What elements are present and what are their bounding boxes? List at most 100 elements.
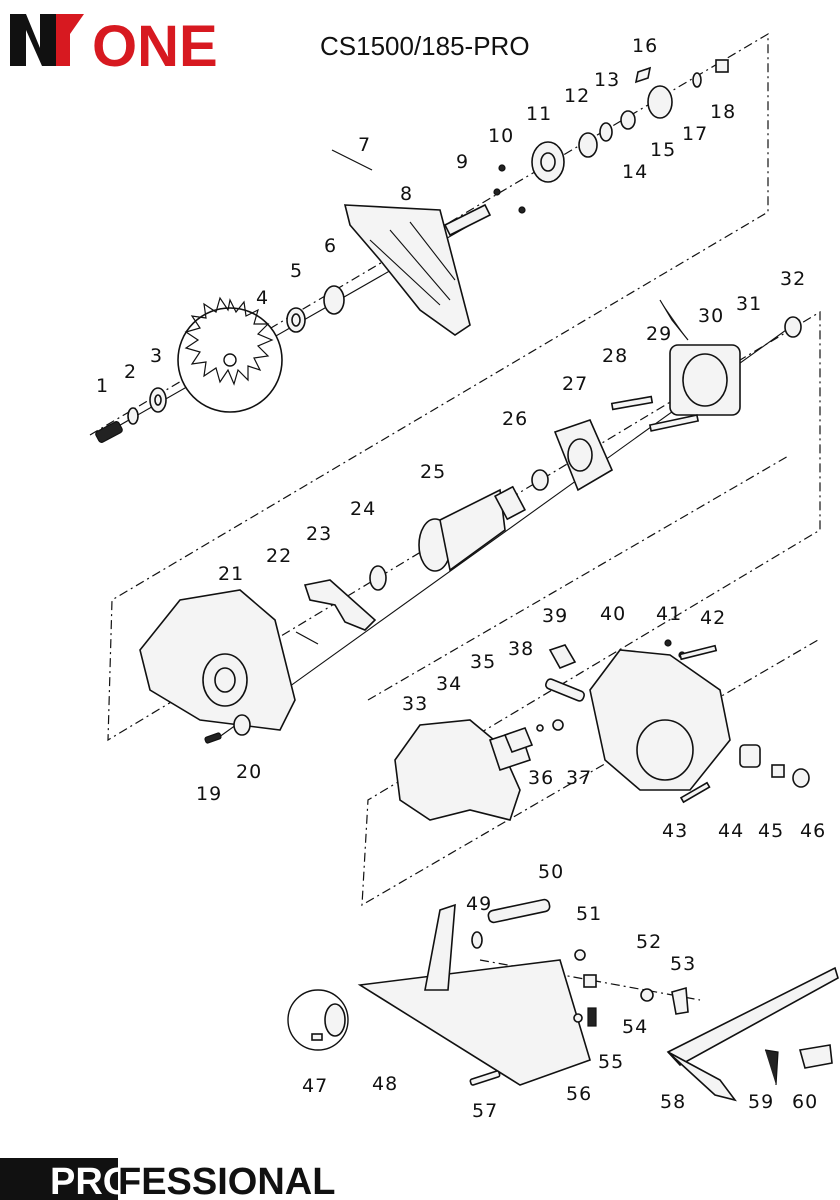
- part-9-spindle: [443, 203, 492, 237]
- part-number-label: 11: [526, 103, 552, 125]
- part-number-label: 22: [266, 545, 292, 567]
- part-26-bearing: [531, 469, 549, 491]
- part-number-label: 28: [602, 345, 628, 367]
- part-47-detail-circle: [287, 989, 349, 1051]
- part-number-label: 42: [700, 607, 726, 629]
- part-number-label: 15: [650, 139, 676, 161]
- part-number-label: 17: [682, 123, 708, 145]
- part-number-label: 25: [420, 461, 446, 483]
- part-number-label: 2: [124, 361, 137, 383]
- brand-logo-text: ONE: [92, 14, 218, 79]
- part-12-bearing: [578, 132, 598, 158]
- part-28-screw: [610, 395, 654, 411]
- part-number-label: 45: [758, 820, 784, 842]
- part-56-washer: [573, 1013, 583, 1023]
- part-number-label: 10: [488, 125, 514, 147]
- part-22-spring: [295, 631, 319, 645]
- part-number-label: 33: [402, 693, 428, 715]
- part-number-label: 57: [472, 1100, 498, 1122]
- part-15-gear: [647, 85, 673, 119]
- part-18-nut: [715, 59, 729, 73]
- brand-logo: ONE: [10, 14, 218, 79]
- part-60-blade-holder: [798, 1044, 833, 1069]
- part-38-pin: [544, 678, 586, 702]
- part-number-label: 58: [660, 1091, 686, 1113]
- part-32-bushing: [784, 316, 802, 338]
- part-number-label: 50: [538, 861, 564, 883]
- part-25-armature: [418, 485, 527, 572]
- part-44-brush-holder: [739, 744, 761, 768]
- part-number-label: 59: [748, 1091, 774, 1113]
- part-23-lock-lever: [303, 579, 377, 631]
- part-number-label: 26: [502, 408, 528, 430]
- part-52-washer: [640, 988, 654, 1002]
- part-36-screw: [536, 724, 544, 732]
- part-number-label: 41: [656, 603, 682, 625]
- part-number-label: 46: [800, 820, 826, 842]
- part-number-label: 1: [96, 375, 109, 397]
- part-number-label: 6: [324, 235, 337, 257]
- part-number-label: 29: [646, 323, 672, 345]
- part-17-ring: [692, 72, 702, 88]
- part-51-screw: [574, 949, 586, 961]
- part-41-screw: [664, 639, 672, 647]
- part-number-label: 53: [670, 953, 696, 975]
- part-number-label: 27: [562, 373, 588, 395]
- footer-logo-text-a: PRO: [50, 1161, 132, 1200]
- part-55-spring: [587, 1007, 597, 1027]
- part-19-screw: [204, 732, 222, 744]
- part-number-label: 9: [456, 151, 469, 173]
- part-49-bevel-bracket: [424, 903, 456, 991]
- part-number-label: 47: [302, 1075, 328, 1097]
- part-labels: 1234567891011121314151617181920212223242…: [96, 35, 826, 1122]
- part-number-label: 60: [792, 1091, 818, 1113]
- part-number-label: 40: [600, 603, 626, 625]
- handle-assembly: [394, 639, 810, 821]
- part-29-wire: [659, 299, 689, 341]
- part-number-label: 21: [218, 563, 244, 585]
- part-number-label: 39: [542, 605, 568, 627]
- part-58-rip-fence: [666, 966, 839, 1067]
- part-16-key: [634, 66, 652, 84]
- part-37-washer: [552, 719, 564, 731]
- part-43-screw: [679, 781, 711, 804]
- part-14-washer: [620, 110, 636, 130]
- part-number-label: 44: [718, 820, 744, 842]
- base-assembly: [287, 898, 839, 1102]
- blade-assembly: [95, 59, 729, 443]
- part-7-spring: [331, 149, 373, 171]
- footer-logo-text-b: FESSIONAL: [118, 1161, 335, 1200]
- part-number-label: 55: [598, 1051, 624, 1073]
- part-13-circlip: [599, 122, 613, 142]
- part-59-hex-key: [764, 1049, 779, 1086]
- part-number-label: 48: [372, 1073, 398, 1095]
- part-2-washer: [127, 407, 139, 425]
- part-33-handle-left: [394, 719, 521, 821]
- motor-assembly: [139, 299, 802, 744]
- part-number-label: 36: [528, 767, 554, 789]
- part-number-label: 34: [436, 673, 462, 695]
- part-number-label: 8: [400, 183, 413, 205]
- part-42-screw: [679, 644, 718, 661]
- model-title: CS1500/185-PRO: [320, 31, 530, 61]
- part-number-label: 35: [470, 651, 496, 673]
- part-number-label: 24: [350, 498, 376, 520]
- part-number-label: 43: [662, 820, 688, 842]
- part-39-switch-button: [548, 644, 577, 670]
- part-number-label: 32: [780, 268, 806, 290]
- part-number-label: 37: [566, 767, 592, 789]
- part-number-label: 5: [290, 260, 303, 282]
- part-48-base-plate: [357, 959, 591, 1086]
- part-4-saw-blade: [177, 296, 283, 413]
- part-6-ring: [323, 285, 345, 315]
- part-number-label: 51: [576, 903, 602, 925]
- part-24-bearing: [369, 565, 387, 591]
- part-1-bolt: [95, 421, 123, 443]
- part-45-carbon-brush: [771, 764, 785, 778]
- part-30-stator: [669, 344, 741, 416]
- part-number-label: 54: [622, 1016, 648, 1038]
- part-number-label: 7: [358, 134, 371, 156]
- part-number-label: 3: [150, 345, 163, 367]
- part-54-nut: [583, 974, 597, 988]
- part-number-label: 14: [622, 161, 648, 183]
